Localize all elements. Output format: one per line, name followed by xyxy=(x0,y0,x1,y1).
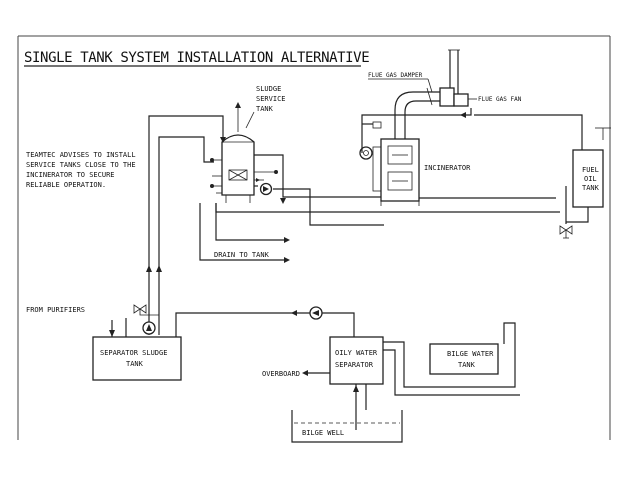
advice-note-line-4: RELIABLE OPERATION. xyxy=(26,181,106,189)
sludge-feed-pump xyxy=(259,182,273,196)
flue-gas-fan-label: FLUE GAS FAN xyxy=(478,96,522,103)
svg-text:FUEL: FUEL xyxy=(582,166,599,174)
pipe-sludge-to-ows xyxy=(175,312,355,337)
svg-text:SEPARATOR SLUDGE: SEPARATOR SLUDGE xyxy=(100,349,167,357)
pipe-bilge-tank-inner xyxy=(383,349,520,396)
arrow-to-sludge-separator xyxy=(291,310,297,316)
advice-note-line-2: SERVICE TANKS CLOSE TO THE xyxy=(26,161,136,169)
piping-upper xyxy=(148,115,567,335)
pipe-fuel-top xyxy=(474,114,583,150)
flue-gas-damper: FLUE GAS DAMPER xyxy=(368,72,433,93)
arrow-purifiers xyxy=(109,330,115,337)
svg-text:TANK: TANK xyxy=(582,184,600,192)
from-purifiers-label: FROM PURIFIERS xyxy=(26,306,85,314)
advice-note: TEAMTEC ADVISES TO INSTALL SERVICE TANKS… xyxy=(26,151,136,189)
sludge-service-tank xyxy=(221,134,255,203)
incinerator xyxy=(359,121,420,206)
diagram-title: SINGLE TANK SYSTEM INSTALLATION ALTERNAT… xyxy=(24,50,369,66)
separator-sludge-tank: SEPARATOR SLUDGE TANK xyxy=(92,336,182,381)
svg-text:TANK: TANK xyxy=(256,105,274,113)
svg-text:SLUDGE: SLUDGE xyxy=(256,85,281,93)
sludge-transfer-valve xyxy=(133,304,159,316)
advice-note-line-3: INCINERATOR TO SECURE xyxy=(26,171,115,179)
incinerator-label: INCINERATOR xyxy=(424,164,471,172)
arrow-to-incinerator xyxy=(280,198,286,204)
bilge-water-tank: BILGE WATER TANK xyxy=(429,343,499,375)
sludge-service-tank-label: SLUDGE SERVICE TANK xyxy=(256,85,286,113)
arrow-up-1 xyxy=(146,265,152,272)
sludge-tank-fittings xyxy=(210,158,278,194)
oily-water-separator: OILY WATER SEPARATOR xyxy=(329,336,384,385)
svg-text:BILGE WELL: BILGE WELL xyxy=(302,429,344,437)
arrow-drain xyxy=(284,257,290,263)
arrow-fuel-top xyxy=(460,112,466,118)
arrow-overboard xyxy=(302,370,308,376)
svg-text:TANK: TANK xyxy=(126,360,144,368)
svg-text:SERVICE: SERVICE xyxy=(256,95,286,103)
bilge-well: BILGE WELL xyxy=(291,410,403,443)
pipe-fuel-return xyxy=(361,108,472,153)
svg-text:BILGE WATER: BILGE WATER xyxy=(447,350,494,358)
svg-text:FLUE GAS DAMPER: FLUE GAS DAMPER xyxy=(368,72,423,79)
svg-text:SEPARATOR: SEPARATOR xyxy=(335,361,374,369)
advice-note-line-1: TEAMTEC ADVISES TO INSTALL xyxy=(26,151,136,159)
arrow-drain-2 xyxy=(284,237,290,243)
arrow-bilge-suction xyxy=(353,385,359,392)
oily-water-pump xyxy=(309,306,323,320)
drain-to-tank-label: DRAIN TO TANK xyxy=(214,251,270,259)
svg-text:OIL: OIL xyxy=(584,175,597,183)
sludge-transfer-pump xyxy=(142,321,156,335)
fuel-valve xyxy=(559,225,573,239)
arrow-to-sludge-tank xyxy=(220,137,226,143)
svg-text:OILY WATER: OILY WATER xyxy=(335,349,378,357)
pipe-bilge-tank-outer xyxy=(383,322,516,388)
fuel-oil-tank: FUEL OIL TANK xyxy=(572,127,611,208)
svg-text:TANK: TANK xyxy=(458,361,476,369)
overboard-label: OVERBOARD xyxy=(262,370,300,378)
pipe-fuel-outlet xyxy=(566,207,589,223)
flue-gas-duct xyxy=(394,49,469,139)
arrow-up-2 xyxy=(156,265,162,272)
